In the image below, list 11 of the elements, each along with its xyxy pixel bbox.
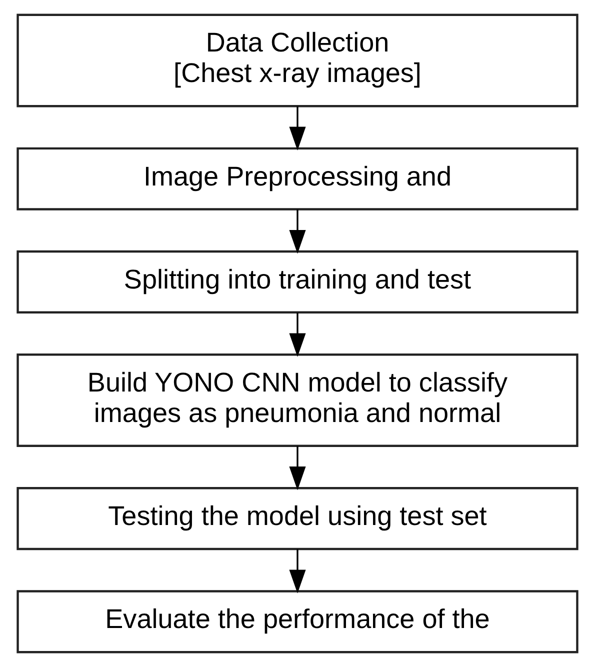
arrow [289, 312, 306, 357]
node-box: Testing the model using test set [16, 487, 578, 550]
node-box: Data Collection [Chest x-ray images] [16, 14, 578, 108]
node-box: Build YONO CNN model to classify images as pneumonia and normal [16, 354, 578, 447]
arrow [289, 106, 306, 150]
arrow [289, 209, 306, 254]
arrow [289, 549, 306, 594]
node-box: Evaluate the performance of the [16, 590, 578, 654]
node-box: Splitting into training and test [16, 250, 578, 314]
arrow [289, 446, 306, 490]
node-box: Image Preprocessing and [16, 147, 578, 210]
